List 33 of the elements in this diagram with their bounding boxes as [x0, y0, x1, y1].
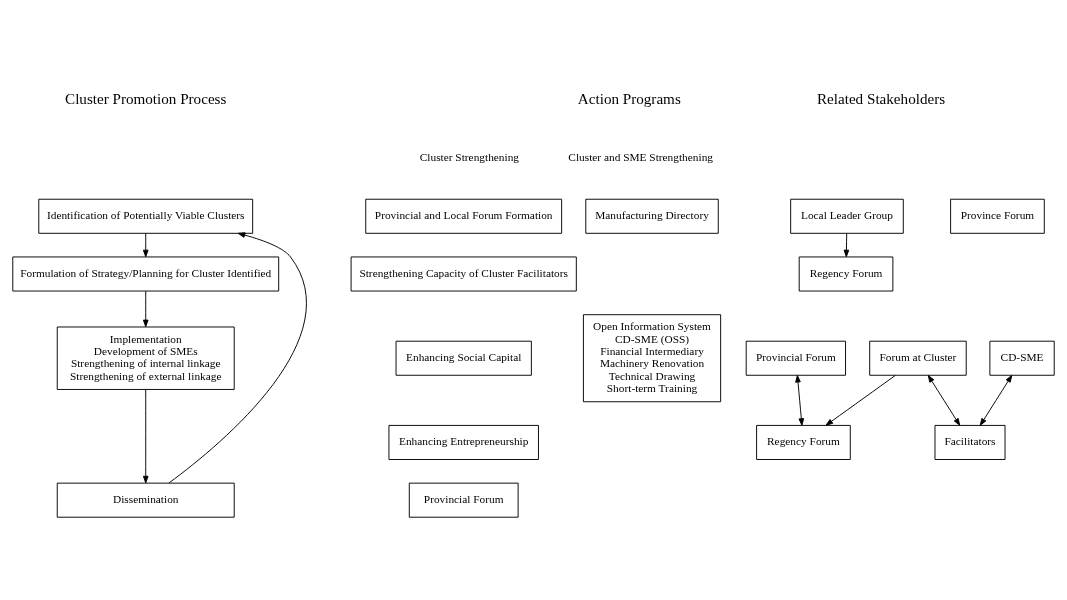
node-box: Manufacturing Directory: [585, 198, 719, 234]
node-box: Provincial and Local Forum Formation: [365, 198, 563, 234]
node-box: Regency Forum: [798, 256, 894, 291]
arrow: [795, 374, 805, 426]
node-box: Strengthening Capacity of Cluster Facilitators: [350, 256, 577, 291]
label: Related Stakeholders: [816, 90, 946, 107]
arrow: [142, 290, 149, 327]
arrow: [843, 232, 850, 257]
node-box: Identification of Potentially Viable Clusters: [38, 198, 254, 234]
node-box: Enhancing Entrepreneurship: [388, 424, 539, 460]
node-box: Dissemination: [56, 482, 235, 518]
node-box: Local Leader Group: [790, 198, 904, 234]
label: Cluster Promotion Process: [65, 90, 227, 107]
node-box: CD-SME: [989, 340, 1055, 376]
node-box: Implementation Development of SMEs Strengthening of internal linkage Strengthening of external linkage: [56, 326, 235, 390]
node-box: Provincial Forum: [745, 340, 847, 376]
node-box: Regency Forum: [756, 424, 851, 460]
label: Action Programs: [577, 90, 681, 107]
node-box: Enhancing Social Capital: [395, 340, 532, 376]
arrow: [979, 374, 1013, 426]
node-box: Forum at Cluster: [869, 340, 967, 376]
arrow: [168, 231, 307, 483]
arrow: [142, 388, 149, 483]
arrow: [927, 374, 961, 426]
node-box: Provincial Forum: [408, 482, 519, 518]
node-box: Facilitators: [934, 424, 1006, 460]
node-box: Open Information System CD-SME (OSS) Financial Intermediary Machinery Renovation Technical Drawing Short-term Training: [582, 313, 722, 402]
arrow: [142, 232, 149, 257]
label: Cluster and SME Strengthening: [568, 150, 713, 163]
node-box: Province Forum: [950, 198, 1045, 234]
arrow: [825, 374, 896, 426]
label: Cluster Strengthening: [419, 150, 520, 163]
node-box: Formulation of Strategy/Planning for Cluster Identified: [12, 256, 280, 291]
